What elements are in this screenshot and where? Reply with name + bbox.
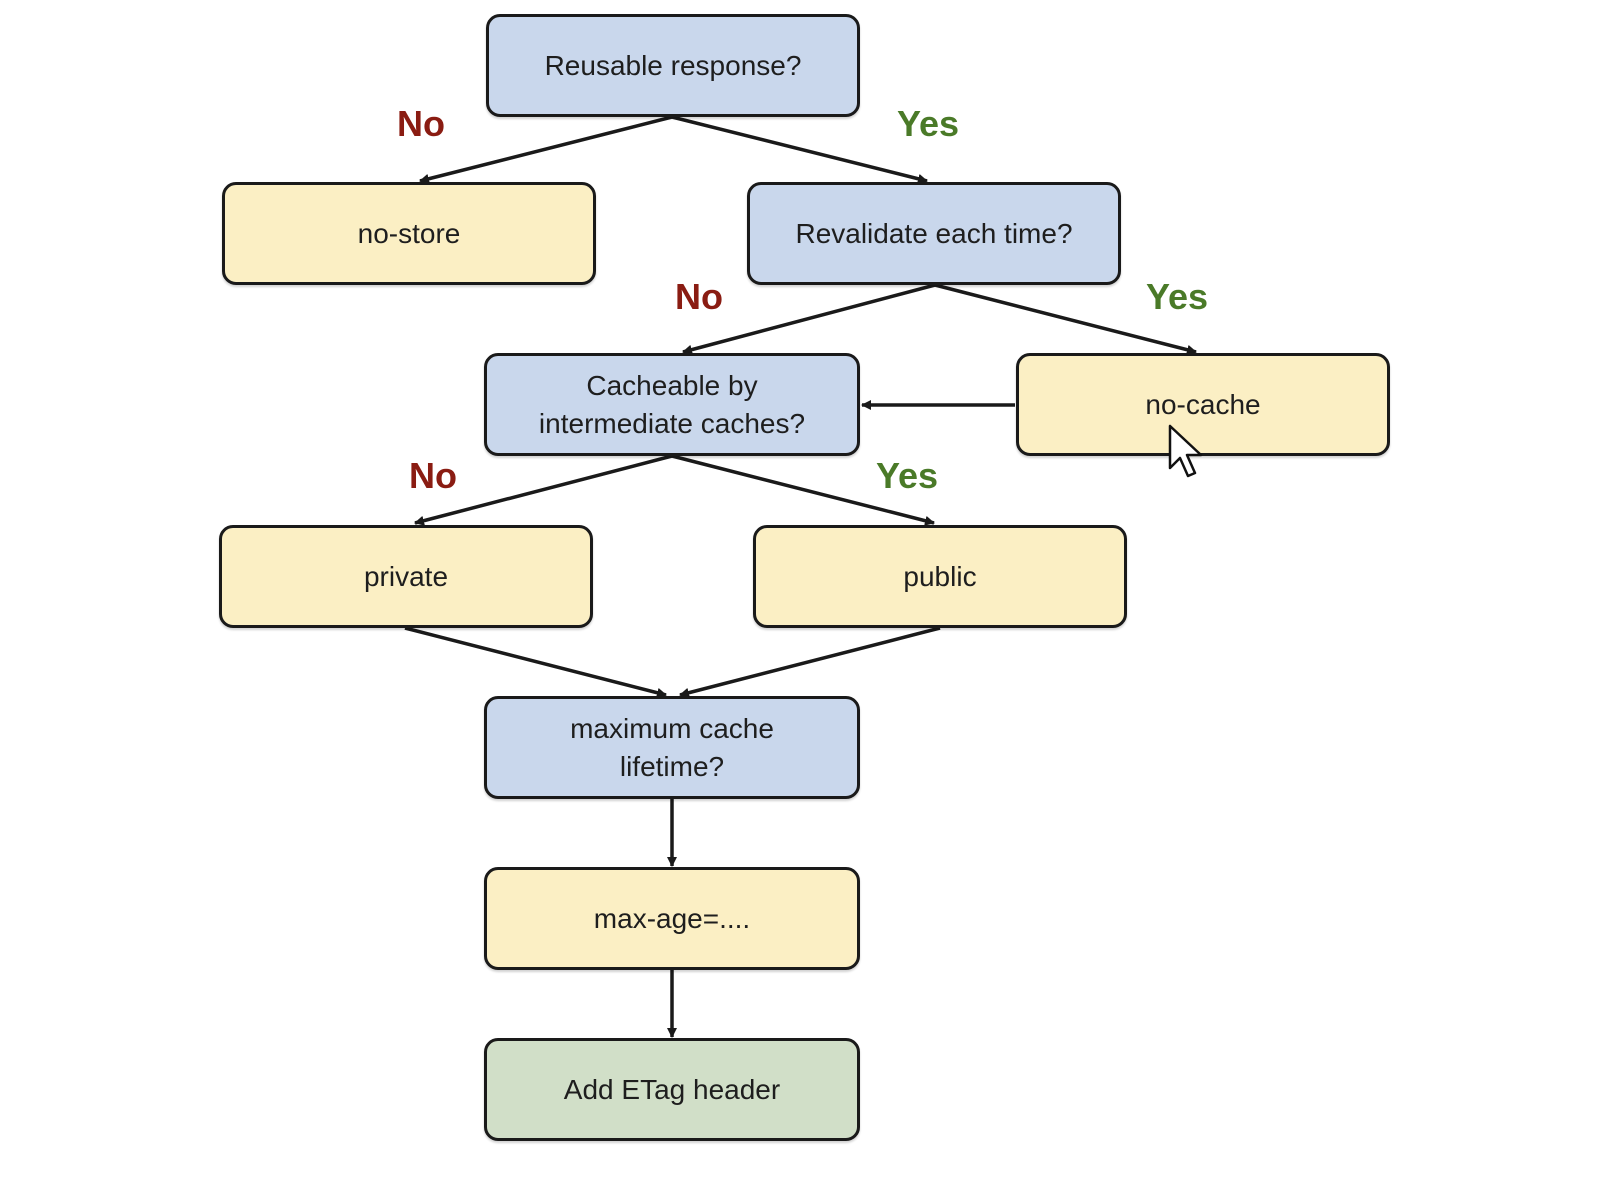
- node-add-etag-header: Add ETag header: [484, 1038, 860, 1141]
- node-revalidate-each-time: Revalidate each time?: [747, 182, 1121, 285]
- node-private: private: [219, 525, 593, 628]
- node-max-age-text: max-age=....: [593, 902, 751, 934]
- label-revalidate-yes: Yes: [1145, 276, 1209, 317]
- node-no-cache: no-cache: [1016, 353, 1390, 456]
- node-public: public: [753, 525, 1127, 628]
- edge-cacheable-to-public: [671, 454, 935, 526]
- edge-public-to-max-lifetime: [679, 626, 941, 698]
- mouse-pointer-icon: [1168, 424, 1203, 478]
- edge-reusable-to-revalidate: [671, 115, 928, 184]
- node-reusable-response-text: Reusable response?: [544, 49, 802, 81]
- label-revalidate-no: No: [675, 276, 723, 317]
- label-reusable-yes: Yes: [896, 103, 960, 144]
- node-no-store: no-store: [222, 182, 596, 285]
- label-cacheable-no: No: [409, 455, 457, 496]
- node-revalidate-each-time-text: Revalidate each time?: [795, 217, 1073, 249]
- label-reusable-no: No: [397, 103, 445, 144]
- node-reusable-response: Reusable response?: [486, 14, 860, 117]
- node-add-etag-header-text: Add ETag header: [563, 1073, 781, 1105]
- node-max-age: max-age=....: [484, 867, 860, 970]
- edge-revalidate-to-no-cache: [934, 283, 1197, 355]
- edge-private-to-max-lifetime: [404, 626, 667, 698]
- node-maximum-cache-lifetime: maximum cache lifetime?: [484, 696, 860, 799]
- node-no-store-text: no-store: [357, 217, 461, 249]
- label-cacheable-yes: Yes: [875, 455, 939, 496]
- node-no-cache-text: no-cache: [1145, 388, 1261, 420]
- node-public-text: public: [903, 560, 977, 592]
- edge-cacheable-to-private: [414, 454, 673, 526]
- node-private-text: private: [363, 560, 449, 592]
- edge-reusable-to-no-store: [419, 115, 673, 184]
- edge-revalidate-to-cacheable: [682, 283, 936, 355]
- node-maximum-cache-lifetime-text: maximum cache lifetime?: [570, 712, 774, 782]
- node-cacheable-by-intermediate-text: Cacheable by intermediate caches?: [538, 369, 806, 439]
- node-cacheable-by-intermediate: Cacheable by intermediate caches?: [484, 353, 860, 456]
